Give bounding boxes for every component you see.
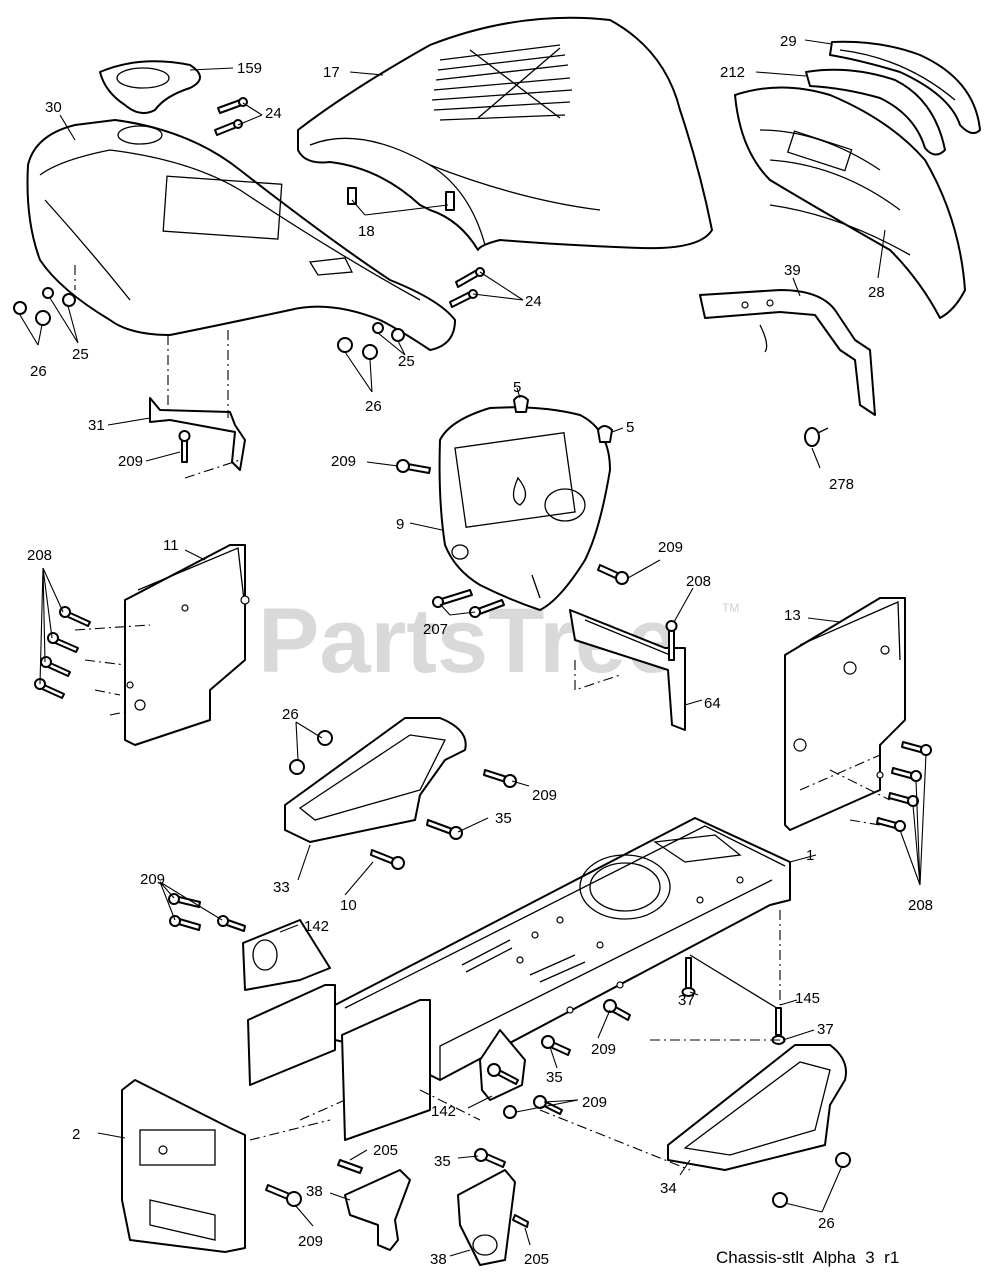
watermark-tm: TM — [722, 601, 739, 615]
part-5-knob-b[interactable] — [597, 425, 613, 443]
callout-39: 39 — [784, 262, 801, 279]
callout-209-rear: 209 — [298, 1233, 323, 1250]
part-1-main-frame[interactable] — [334, 817, 791, 1081]
callout-207: 207 — [423, 621, 448, 638]
part-13-side-panel-right[interactable] — [784, 597, 906, 831]
hood-grille-slots — [431, 44, 573, 121]
callout-38-left: 38 — [306, 1183, 323, 1200]
part-11-side-panel-left[interactable] — [124, 544, 250, 746]
callout-33: 33 — [273, 879, 290, 896]
part-159-cup-holder[interactable] — [99, 60, 201, 115]
callout-209-dash-right: 209 — [658, 539, 683, 556]
callout-10: 10 — [340, 897, 357, 914]
callout-37-right: 37 — [817, 1021, 834, 1038]
callout-64: 64 — [704, 695, 721, 712]
callout-209-pair: 209 — [582, 1094, 607, 1111]
callout-35-top: 35 — [495, 810, 512, 827]
hardware-fasteners — [13, 97, 932, 1228]
callout-5-right: 5 — [626, 419, 634, 436]
frame-end-plate-left — [247, 984, 431, 1141]
part-29-grille-insert[interactable] — [829, 40, 981, 135]
callout-29: 29 — [780, 33, 797, 50]
callout-5-top: 5 — [513, 379, 521, 396]
callout-38-bottom: 38 — [430, 1251, 447, 1268]
callout-18: 18 — [358, 223, 375, 240]
callout-9: 9 — [396, 516, 404, 533]
callout-26-bottom: 26 — [818, 1215, 835, 1232]
callout-142-bottom: 142 — [431, 1103, 456, 1120]
callout-209-dash-left: 209 — [331, 453, 356, 470]
callout-35-mid: 35 — [546, 1069, 563, 1086]
callout-208-right: 208 — [908, 897, 933, 914]
callout-34: 34 — [660, 1180, 677, 1197]
part-9-dash-panel[interactable] — [438, 406, 611, 611]
callout-26-right: 26 — [365, 398, 382, 415]
callout-208-top: 208 — [686, 573, 711, 590]
callout-26-footrest: 26 — [282, 706, 299, 723]
callout-24-mid: 24 — [525, 293, 542, 310]
part-38-bracket-b[interactable] — [457, 1169, 516, 1266]
callout-11: 11 — [163, 537, 179, 554]
callout-209-frame: 209 — [591, 1041, 616, 1058]
callout-37-left: 37 — [678, 992, 695, 1009]
assembly-lines — [74, 265, 891, 1171]
part-28-grille-housing[interactable] — [734, 86, 966, 319]
callout-31: 31 — [88, 417, 105, 434]
callout-13: 13 — [784, 607, 801, 624]
callout-2: 2 — [72, 1126, 80, 1143]
callout-145: 145 — [795, 990, 820, 1007]
callout-30: 30 — [45, 99, 62, 116]
callout-205-top: 205 — [373, 1142, 398, 1159]
part-30-fender[interactable] — [26, 119, 456, 351]
callout-24-top: 24 — [265, 105, 282, 122]
part-212-grille-trim[interactable] — [805, 68, 946, 156]
callout-212: 212 — [720, 64, 745, 81]
part-17-hood[interactable] — [297, 16, 713, 251]
callout-142-top: 142 — [304, 918, 329, 935]
part-31-fender-bracket[interactable] — [149, 397, 246, 471]
part-145-rod[interactable] — [689, 954, 781, 1011]
callout-17: 17 — [323, 64, 340, 81]
callout-278: 278 — [829, 476, 854, 493]
callout-35-low: 35 — [434, 1153, 451, 1170]
diagram-caption: Chassis-stlt Alpha 3 r1 — [716, 1248, 899, 1267]
part-2-rear-plate[interactable] — [121, 1079, 246, 1253]
callout-1: 1 — [806, 847, 814, 864]
part-39-support-bracket[interactable] — [699, 289, 876, 416]
callout-208-left: 208 — [27, 547, 52, 564]
part-33-footrest-left[interactable] — [284, 717, 467, 843]
callout-25-left: 25 — [72, 346, 89, 363]
part-38-bracket-a[interactable] — [344, 1169, 411, 1251]
callout-209-footrest: 209 — [532, 787, 557, 804]
callout-26-left: 26 — [30, 363, 47, 380]
callout-25-right: 25 — [398, 353, 415, 370]
leader-lines — [19, 39, 927, 1257]
part-5-knob-a[interactable] — [513, 395, 529, 413]
part-142-mount-plate-a[interactable] — [242, 919, 331, 991]
callout-28: 28 — [868, 284, 885, 301]
callout-209-cluster: 209 — [140, 871, 165, 888]
callout-205-bottom: 205 — [524, 1251, 549, 1268]
callout-labels: 159 17 29 212 30 24 18 28 39 24 25 26 25… — [27, 33, 933, 1268]
callout-159: 159 — [237, 60, 262, 77]
part-278-push-rivet[interactable] — [804, 427, 829, 447]
callout-209-fender: 209 — [118, 453, 143, 470]
part-34-footrest-right[interactable] — [667, 1044, 847, 1171]
